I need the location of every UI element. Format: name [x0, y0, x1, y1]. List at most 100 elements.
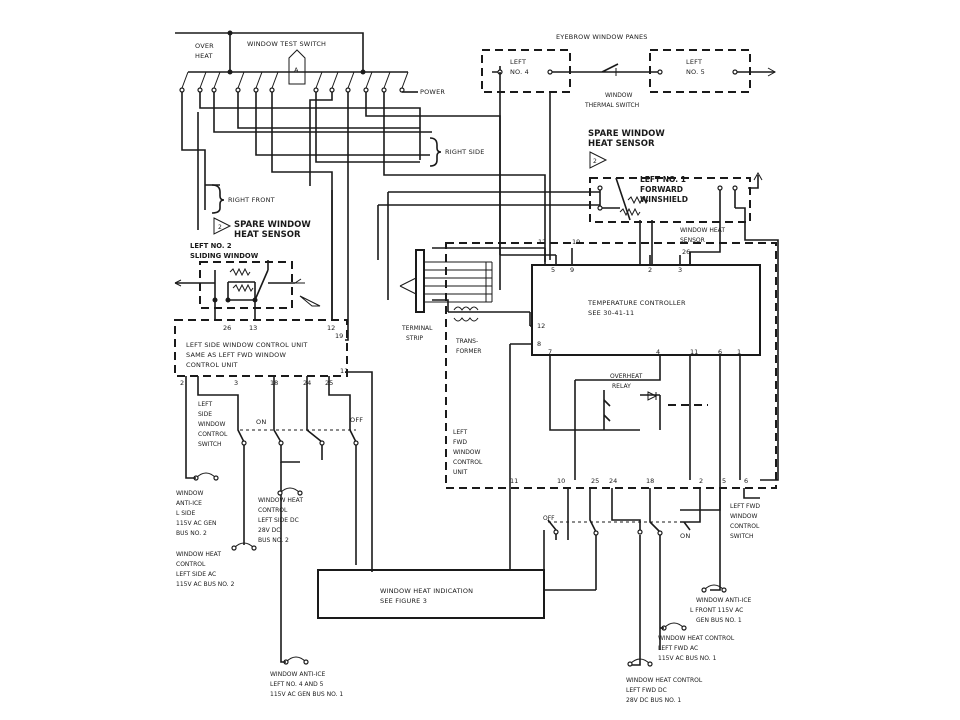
- ls-switch-label-5: SWITCH: [198, 441, 222, 448]
- transformer-label-1: TRANS-: [455, 338, 478, 345]
- anti-ice-lside-4: 115V AC GEN: [176, 520, 217, 527]
- tc-pin-26: 26: [682, 248, 690, 256]
- fwd-pin-5: 5: [722, 477, 726, 485]
- fwd-pin-18: 18: [646, 477, 654, 485]
- anti-ice-lside-5: BUS NO. 2: [176, 530, 207, 537]
- anti-ice-lside-1: WINDOW: [176, 490, 204, 497]
- heat-indication-label-1: WINDOW HEAT INDICATION: [380, 587, 473, 595]
- junction-dot: [227, 69, 233, 75]
- fwd-unit-label-4: CONTROL: [453, 459, 483, 466]
- anti-ice-lfront-1: WINDOW ANTI-ICE: [696, 597, 752, 604]
- hc-lfwd-ac-1: WINDOW HEAT CONTROL: [658, 635, 735, 642]
- fwd-unit-bottom-pins: 11 10 25 24 18 2 5 6: [510, 477, 748, 485]
- hc-lside-dc-1: WINDOW HEAT: [258, 497, 303, 504]
- temp-controller-label-1: TEMPERATURE CONTROLLER: [587, 299, 686, 307]
- tc-pin-8: 8: [537, 340, 541, 348]
- hc-lside-ac-2: CONTROL: [176, 561, 206, 568]
- off-label-left: OFF: [350, 416, 363, 424]
- fwd-pin-24: 24: [609, 477, 617, 485]
- temperature-controller: TEMPERATURE CONTROLLER SEE 30-41-11 5 9 …: [432, 238, 761, 570]
- left-no5-label-2: NO. 5: [686, 68, 705, 76]
- tc-pin-4: 4: [656, 348, 660, 356]
- ls-switch-label-1: LEFT: [198, 401, 212, 408]
- fwd-pin-25: 25: [591, 477, 599, 485]
- pin-12: 12: [327, 324, 335, 332]
- temp-controller-label-2: SEE 30-41-11: [588, 309, 634, 317]
- left-no2-label-2: SLIDING WINDOW: [190, 252, 259, 260]
- left-no1-label-1: LEFT NO. 1: [640, 175, 686, 184]
- left-no1-label-2: FORWARD: [640, 185, 683, 194]
- heat-indication-label-2: SEE FIGURE 3: [380, 597, 427, 605]
- left-no2-sliding-window: LEFT NO. 2 SLIDING WINDOW: [174, 242, 321, 309]
- hc-lfwd-dc-3: 28V DC BUS NO. 1: [626, 697, 681, 704]
- test-switch-marker-symbol: [288, 49, 306, 85]
- pin-3: 3: [234, 379, 238, 387]
- spare-sensor-left: 2 SPARE WINDOW HEAT SENSOR: [213, 217, 311, 240]
- tc-pin-11: 11: [690, 348, 698, 356]
- windshield-feed-wires: [377, 191, 779, 481]
- right-side-wiring: OFF ON LEFT FWD WINDOW CONTROL SWITCH: [543, 488, 760, 666]
- transformer-label-2: FORMER: [456, 348, 481, 355]
- anti-ice-l45-3: 115V AC GEN BUS NO. 1: [270, 691, 343, 698]
- right-side-label: RIGHT SIDE: [445, 148, 485, 156]
- pin-26: 26: [223, 324, 231, 332]
- left-side-unit-label-2: SAME AS LEFT FWD WINDOW: [186, 351, 286, 359]
- hc-lfwd-ac-2: LEFT FWD AC: [658, 645, 698, 652]
- hc-lside-ac-1: WINDOW HEAT: [176, 551, 221, 558]
- anti-ice-l45-1: WINDOW ANTI-ICE: [270, 671, 326, 678]
- lf-switch-label-1: LEFT FWD: [730, 503, 760, 510]
- over-heat-label-2: HEAT: [195, 52, 213, 60]
- overheat-relay: OVERHEAT RELAY: [549, 355, 741, 511]
- lf-switch-label-2: WINDOW: [730, 513, 758, 520]
- terminal-strip-label-2: STRIP: [406, 335, 423, 342]
- left-side-unit-label-3: CONTROL UNIT: [186, 361, 238, 369]
- eyebrow-panes-label: EYEBROW WINDOW PANES: [556, 33, 648, 41]
- right-front-bracket: [211, 184, 225, 214]
- hc-lfwd-dc-2: LEFT FWD DC: [626, 687, 667, 694]
- spare-sensor-right-label-1: SPARE WINDOW: [588, 129, 665, 139]
- tc-pin-3: 3: [678, 266, 682, 274]
- junction-dot: [227, 30, 233, 36]
- window-test-switch: OVER HEAT WINDOW TEST SWITCH A POWER: [175, 30, 445, 96]
- power-label: POWER: [420, 88, 445, 96]
- tc-pin-6: 6: [718, 348, 722, 356]
- thermal-switch-label-1: WINDOW: [605, 92, 633, 99]
- hc-lfwd-ac-3: 115V AC BUS NO. 1: [658, 655, 717, 662]
- overheat-relay-label-1: OVERHEAT: [610, 373, 643, 380]
- ls-switch-label-2: SIDE: [198, 411, 212, 418]
- tc-pin-7: 7: [548, 348, 552, 356]
- left-no4-label-1: LEFT: [510, 58, 526, 66]
- test-switch-wires: [181, 92, 546, 341]
- left-no4-label-2: NO. 4: [510, 68, 529, 76]
- on-label-right: ON: [680, 532, 690, 540]
- hc-lside-ac-4: 115V AC BUS NO. 2: [176, 581, 235, 588]
- fwd-pin-2: 2: [699, 477, 703, 485]
- pin-11: 11: [340, 367, 348, 375]
- anti-ice-lside-3: L SIDE: [176, 510, 195, 517]
- junction-dot: [360, 69, 366, 75]
- window-heat-sensor-label-1: WINDOW HEAT: [680, 227, 725, 234]
- thermal-switch-label-2: THERMAL SWITCH: [584, 102, 639, 109]
- circuit-breakers-left: [185, 470, 309, 665]
- right-side-bracket: [429, 137, 442, 167]
- anti-ice-lfront-2: L FRONT 115V AC: [690, 607, 743, 614]
- off-label-right: OFF: [543, 515, 555, 522]
- right-front-label: RIGHT FRONT: [228, 196, 275, 204]
- hc-lfwd-dc-1: WINDOW HEAT CONTROL: [626, 677, 703, 684]
- fwd-pin-11: 11: [510, 477, 518, 485]
- pin-19: 19: [335, 332, 343, 340]
- spare-sensor-left-marker: 2: [218, 224, 222, 231]
- hc-lside-ac-3: LEFT SIDE AC: [176, 571, 216, 578]
- window-heat-sensor-label-2: SENSOR: [680, 237, 705, 244]
- ls-switch-label-4: CONTROL: [198, 431, 228, 438]
- ls-switch-label-3: WINDOW: [198, 421, 226, 428]
- lf-switch-label-3: CONTROL: [730, 523, 760, 530]
- tc-pin-12-top: 12: [538, 238, 546, 246]
- hc-lside-dc-4: 28V DC: [258, 527, 280, 534]
- left-side-wiring: ON OFF LEFT SIDE WINDOW CONTROL SWITCH: [185, 371, 373, 645]
- tc-pin-9: 9: [570, 266, 574, 274]
- tc-pin-5: 5: [551, 266, 555, 274]
- left-no2-label-1: LEFT NO. 2: [190, 242, 232, 250]
- pin-2: 2: [180, 379, 184, 387]
